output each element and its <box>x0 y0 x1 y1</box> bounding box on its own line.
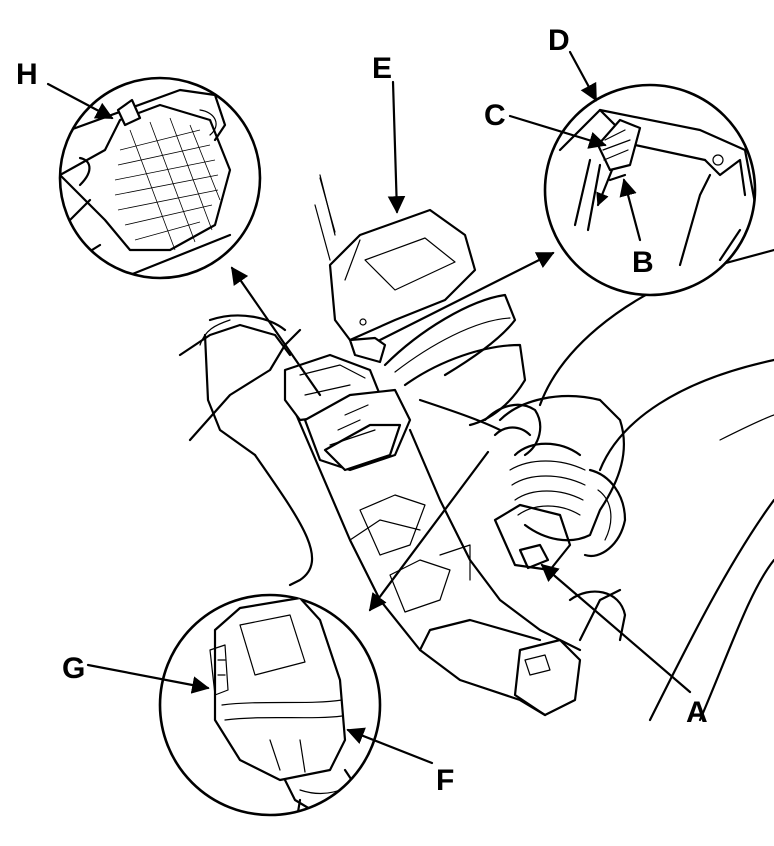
callout-b: B <box>632 246 654 279</box>
detail-circle-f <box>158 593 382 817</box>
leader-g <box>86 663 210 694</box>
clip-housing <box>493 503 572 572</box>
callout-d: D <box>548 24 570 57</box>
callout-c: C <box>484 99 506 132</box>
detail-circle-h <box>58 76 262 280</box>
body-right-curve-2 <box>698 558 774 722</box>
leader-a <box>540 563 692 694</box>
callout-leaders <box>46 50 692 765</box>
arrow-to-detail-f <box>368 450 490 612</box>
callout-e: E <box>372 52 392 85</box>
callout-labels: H E D C B A F G <box>16 24 708 797</box>
callout-a: A <box>686 696 708 729</box>
arrow-to-detail-h <box>230 266 322 397</box>
main-assembly <box>178 174 774 722</box>
leader-b <box>619 178 642 242</box>
callout-h: H <box>16 58 38 91</box>
leader-e <box>387 80 406 214</box>
leader-d <box>568 50 598 102</box>
callout-f: F <box>436 764 454 797</box>
leader-f <box>346 727 434 765</box>
corrugated-hose <box>498 394 627 558</box>
connector-f <box>283 353 412 472</box>
callout-g: G <box>62 652 85 685</box>
duct-left-edge <box>188 328 302 442</box>
release-arrow <box>596 168 614 207</box>
arrow-to-detail-d <box>378 251 555 342</box>
leader-h <box>46 82 114 120</box>
body-right-curve <box>648 498 774 722</box>
leader-c <box>508 114 607 149</box>
connector-e <box>314 174 542 457</box>
main-arrows <box>230 251 555 612</box>
hose-outline-lower <box>598 358 774 472</box>
